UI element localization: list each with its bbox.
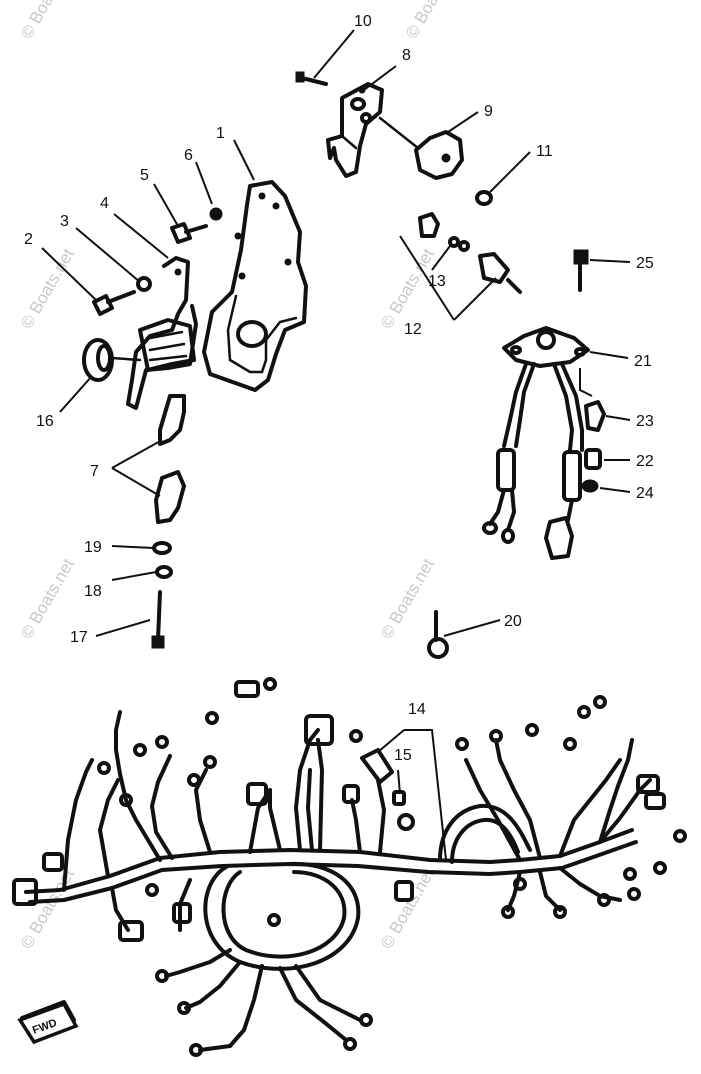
- watermarks: © Boats.net © Boats.net © Boats.net © Bo…: [17, 0, 463, 952]
- bolts-left: [92, 207, 223, 316]
- harness-connectors: [12, 680, 666, 1038]
- callout-22: 22: [636, 453, 654, 470]
- leader-lines: [41, 29, 631, 861]
- callout-18: 18: [84, 583, 102, 600]
- washers-bolt: [151, 541, 173, 649]
- callout-23: 23: [636, 413, 654, 430]
- callout-6: 6: [184, 147, 193, 164]
- callout-10: 10: [354, 13, 372, 30]
- callout-5: 5: [140, 167, 149, 184]
- watermark: © Boats.net: [17, 0, 78, 42]
- callout-7: 7: [90, 463, 99, 480]
- nut: [475, 190, 493, 206]
- callout-16: 16: [36, 413, 54, 430]
- watermark: © Boats.net: [377, 865, 438, 952]
- connector-pair: [154, 394, 186, 524]
- callout-11: 11: [536, 143, 553, 160]
- callout-21: 21: [634, 353, 652, 370]
- ring-terminals: [97, 677, 687, 1057]
- clamp: [427, 610, 449, 659]
- screw: [295, 71, 328, 86]
- watermark: © Boats.net: [17, 245, 78, 332]
- watermark: © Boats.net: [17, 555, 78, 642]
- callout-1: 1: [216, 125, 225, 142]
- callout-2: 2: [24, 231, 33, 248]
- callout-4: 4: [100, 195, 109, 212]
- callout-19: 19: [84, 539, 102, 556]
- callout-8: 8: [402, 47, 411, 64]
- callout-9: 9: [484, 103, 493, 120]
- relay: [378, 116, 464, 180]
- callout-numbers: 1 2 3 4 5 6 7 8 9 10 11 12 13 14 15 16 1…: [24, 13, 654, 764]
- connector-bracket: [126, 256, 198, 410]
- watermark: © Boats.net: [402, 0, 463, 42]
- bracket-plate: [202, 180, 308, 392]
- callout-3: 3: [60, 213, 69, 230]
- switch-assembly: [418, 212, 522, 294]
- callout-25: 25: [636, 255, 654, 272]
- callout-17: 17: [70, 629, 88, 646]
- callout-12: 12: [404, 321, 422, 338]
- callout-15: 15: [394, 747, 412, 764]
- trim-sensor: [482, 326, 590, 560]
- forward-arrow: FWD: [17, 1001, 79, 1045]
- callout-14: 14: [408, 701, 426, 718]
- bolt: [573, 249, 589, 292]
- coil: [82, 338, 142, 382]
- wire-harness: [24, 710, 652, 1052]
- mount-plate: [326, 82, 384, 178]
- sensor-hardware: [581, 400, 606, 493]
- callout-13: 13: [428, 273, 446, 290]
- watermark: © Boats.net: [377, 555, 438, 642]
- callout-20: 20: [504, 613, 522, 630]
- callout-24: 24: [636, 485, 654, 502]
